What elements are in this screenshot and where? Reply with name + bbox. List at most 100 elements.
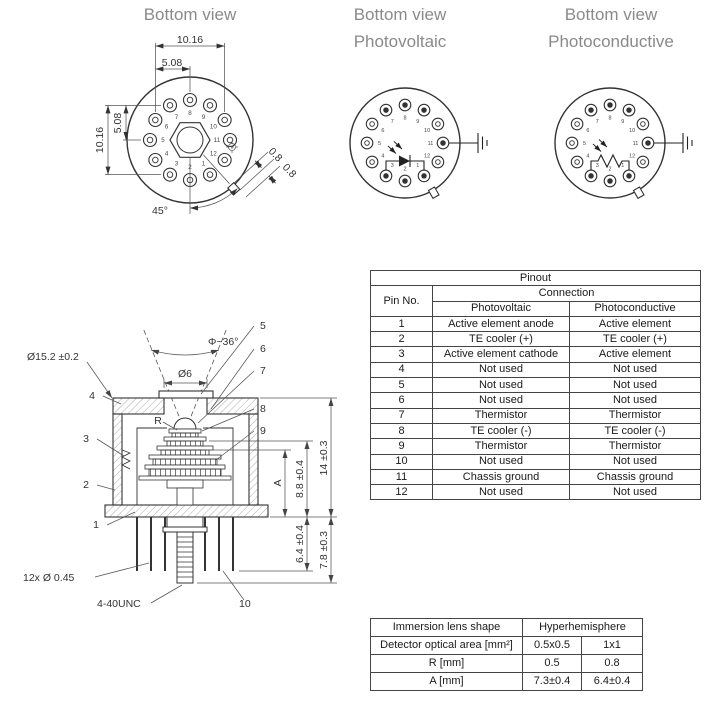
callout-6: 6 [260, 343, 266, 355]
dim-width-outer: 10.16 [177, 34, 203, 46]
pin-8 [603, 98, 617, 112]
pin-center-10 [640, 121, 646, 127]
pin-10 [217, 112, 232, 128]
pin-center-7 [588, 107, 594, 113]
pin-label-12: 12 [629, 154, 635, 160]
label-thread-spec: 4-40UNC [97, 598, 141, 610]
pin-5 [360, 136, 374, 150]
pc-connection: Not used [569, 361, 701, 379]
pin-10 [431, 117, 445, 131]
label-height-inner: 8.8 ±0.4 [294, 460, 306, 498]
pin-label-5: 5 [583, 141, 586, 147]
datum-mark [226, 141, 238, 153]
pin-5 [142, 132, 158, 148]
pin-no: 11 [370, 468, 433, 486]
pv-connection: TE cooler (-) [432, 422, 570, 440]
tec-base [138, 475, 232, 481]
pin-center-4 [574, 159, 580, 165]
pin-no: 8 [370, 422, 433, 440]
pin-4 [570, 155, 584, 169]
pin-center-10 [435, 121, 441, 127]
pc-connection: TE cooler (-) [569, 422, 701, 440]
dimension-labels: 10.16 5.08 10.16 5.08 45° 0.8 0.8 [94, 34, 299, 217]
pin-9 [622, 103, 636, 117]
pin-9 [417, 103, 431, 117]
pin-label-9: 9 [621, 119, 624, 125]
pin-11 [641, 136, 655, 150]
pc-connection: Thermistor [569, 438, 701, 455]
pin-label-1: 1 [202, 161, 206, 168]
pin-no: 12 [370, 484, 433, 501]
pc-connection: Active element [569, 346, 701, 363]
lid-right [206, 397, 259, 415]
pin-center-6 [369, 121, 375, 127]
pin-4 [365, 155, 379, 169]
chassis-ground-symbol [449, 133, 488, 153]
pin-label-7: 7 [175, 114, 179, 121]
label-cone-angle: Φ~36° [208, 336, 238, 348]
pv-connection: Not used [432, 392, 570, 409]
label-package-dia: Ø15.2 ±0.2 [27, 351, 79, 363]
pin-center-1 [421, 173, 427, 179]
pin-label-2: 2 [608, 166, 611, 172]
pc-connection: Chassis ground [569, 468, 701, 486]
pinout-col-pin: Pin No. [370, 285, 433, 317]
stem-circle [176, 126, 204, 154]
pin-label-1: 1 [621, 163, 624, 169]
pin-label-4: 4 [586, 154, 589, 160]
pc-connection: Not used [569, 377, 701, 394]
label-pin-spec: 12x Ø 0.45 [23, 572, 75, 584]
label-window-dia: Ø6 [178, 368, 192, 380]
pv-connection: Not used [432, 484, 570, 501]
pin-no: 5 [370, 377, 433, 394]
wall-right [248, 413, 259, 506]
pin-11 [222, 132, 238, 148]
index-tab [632, 186, 645, 200]
hex-stem [169, 122, 211, 158]
pin-12 [217, 152, 232, 168]
pin-center-1 [206, 171, 214, 178]
pin-label-8: 8 [403, 115, 406, 121]
pin-5 [565, 136, 579, 150]
lens-row-label: A [mm] [370, 672, 523, 691]
pin-label-2: 2 [403, 166, 406, 172]
callout-2: 2 [83, 479, 89, 491]
pin-6 [570, 117, 584, 131]
pin-7 [379, 103, 393, 117]
pin-label-1: 1 [416, 163, 419, 169]
pin-label-10: 10 [210, 124, 217, 131]
pin-center-8 [402, 102, 408, 108]
index-tab [427, 186, 440, 200]
mounting-stud [162, 516, 208, 584]
pin-center-9 [421, 107, 427, 113]
pin-label-6: 6 [381, 128, 384, 134]
pin-label-8: 8 [188, 110, 192, 117]
callout-8: 8 [260, 403, 266, 415]
pin-11 [436, 136, 450, 150]
pin-label-11: 11 [428, 141, 434, 147]
pin-7 [162, 98, 178, 113]
pin-2 [398, 174, 412, 188]
lens-row-v1: 0.5x0.5 [522, 636, 582, 655]
lens-col-label: Immersion lens shape [370, 618, 523, 637]
pin-no: 7 [370, 407, 433, 424]
cold-shield [136, 427, 234, 505]
pv-connection: Chassis ground [432, 468, 570, 486]
pc-connection: Not used [569, 484, 701, 501]
view-cone [142, 327, 228, 432]
view3-title: Bottom view Photoconductive [515, 1, 707, 55]
pin-10 [636, 117, 650, 131]
pin-center-9 [626, 107, 632, 113]
lens-col-value: Hyperhemisphere [522, 618, 643, 637]
pin-center-3 [383, 173, 389, 179]
pin-center-2 [607, 178, 613, 184]
pv-connection: Not used [432, 453, 570, 470]
pin-label-9: 9 [416, 119, 419, 125]
light-arrow [393, 141, 403, 150]
pinout-table: Pinout Pin No. Connection Photovoltaic P… [370, 269, 701, 501]
photoresistor-symbol [590, 139, 630, 171]
